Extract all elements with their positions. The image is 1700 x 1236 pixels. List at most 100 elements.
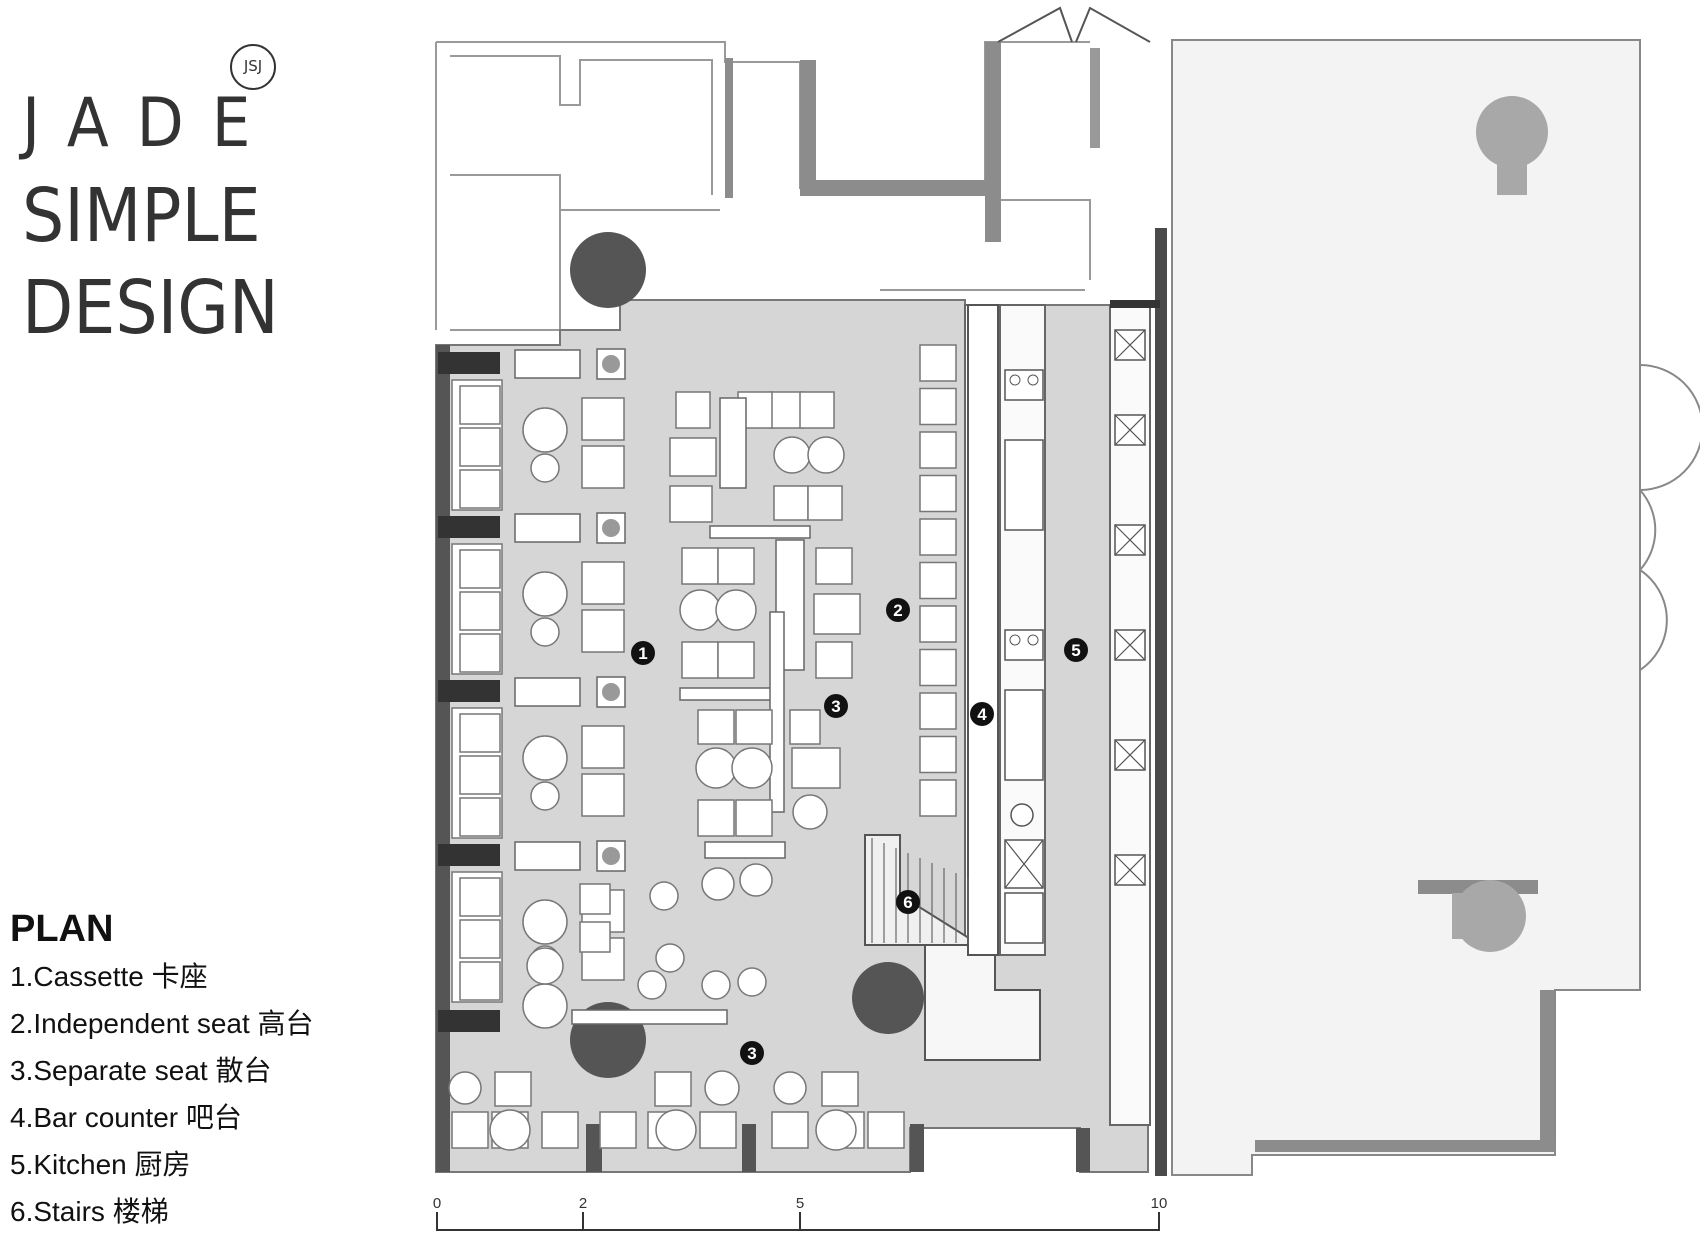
seat-square (459, 427, 501, 467)
marker-label: 1 (638, 644, 647, 663)
seat-square (773, 485, 809, 521)
seat-square (919, 474, 957, 513)
seat-round (655, 943, 685, 973)
seat-round (522, 407, 568, 453)
seat-square (459, 591, 501, 631)
seat-square (675, 391, 711, 429)
seat-square (919, 387, 957, 426)
seat-square (717, 547, 755, 585)
legend-item-cassette: 1.Cassette 卡座 (10, 961, 208, 992)
seat-square (581, 397, 625, 441)
seat-round (530, 453, 560, 483)
burner (1027, 634, 1039, 646)
marker-dot (970, 702, 994, 726)
marker-dot (896, 890, 920, 914)
seat-square (919, 735, 957, 774)
seat-round (807, 436, 845, 474)
seat-square (807, 485, 843, 521)
seat-round (530, 617, 560, 647)
marker-dot (824, 694, 848, 718)
side-stool (602, 519, 620, 537)
marker-dot (740, 1041, 764, 1065)
seat-square (735, 709, 773, 745)
prep-counter (1004, 439, 1044, 531)
sink-counter (1004, 892, 1044, 944)
hood-cross (1114, 524, 1146, 556)
seat-round (522, 983, 568, 1029)
seat-square (919, 779, 957, 817)
seat-round (731, 747, 773, 789)
seat-square (919, 648, 957, 687)
seat-square (459, 961, 501, 1001)
seat-square (599, 1111, 637, 1149)
legend-item-kitchen: 5.Kitchen 厨房 (10, 1149, 191, 1180)
seat-square (789, 709, 821, 745)
seat-square (459, 713, 501, 753)
seat-round (637, 970, 667, 1000)
seat-square (815, 547, 853, 585)
seat-square (697, 799, 735, 837)
seat-square (459, 919, 501, 959)
legend-item-independent-seat: 2.Independent seat 高台 (10, 1008, 314, 1039)
brand-line-1: JADE (22, 84, 279, 163)
seat-round (526, 947, 564, 985)
seat-round (715, 589, 757, 631)
scale-tick-label: 0 (433, 1195, 441, 1212)
seat-square (735, 799, 773, 837)
seat-square (459, 797, 501, 837)
seat-round (815, 1109, 857, 1151)
marker-label: 5 (1071, 641, 1080, 660)
sink (1010, 803, 1034, 827)
side-table (596, 676, 626, 708)
seat-square (581, 725, 625, 769)
seat-round (649, 881, 679, 911)
marker-label: 3 (747, 1044, 756, 1063)
seat-square (669, 437, 717, 477)
seat-round (522, 571, 568, 617)
marker-label: 4 (977, 705, 987, 724)
seat-round (737, 967, 767, 997)
burner (1009, 634, 1021, 646)
brand-line-2: SIMPLE (22, 173, 261, 259)
brand-logo-mark: JSJ (230, 44, 276, 90)
table (571, 1009, 728, 1025)
seat-round (739, 863, 773, 897)
seat-round (792, 794, 828, 830)
legend-title: PLAN (10, 908, 114, 950)
seat-square (459, 385, 501, 425)
table (514, 677, 581, 707)
seat-square (669, 485, 713, 523)
stairs (864, 834, 984, 946)
seat-round (522, 899, 568, 945)
table (514, 841, 581, 871)
seat-square (919, 561, 957, 600)
fridge-cross (1004, 839, 1044, 889)
legend-item-bar-counter: 4.Bar counter 吧台 (10, 1102, 242, 1133)
seat-square (919, 344, 957, 382)
seat-round (489, 1109, 531, 1151)
stove (1004, 629, 1044, 661)
seat-square (581, 609, 625, 653)
seat-square (459, 877, 501, 917)
seat-square (791, 747, 841, 789)
seating-group (448, 304, 1146, 1151)
burner (1009, 374, 1021, 386)
seat-round (679, 589, 721, 631)
right-hall (1090, 39, 1700, 1176)
seat-round (655, 1109, 697, 1151)
seat-round (522, 735, 568, 781)
seat-square (799, 391, 835, 429)
scale-tick-label: 10 (1151, 1195, 1168, 1212)
seat-square (581, 561, 625, 605)
seat-square (681, 547, 719, 585)
legend-item-separate-seat: 3.Separate seat 散台 (10, 1055, 272, 1086)
seat-square (919, 605, 957, 643)
table (709, 525, 811, 539)
seat-square (919, 518, 957, 556)
entrance-door (997, 6, 1151, 43)
upper-thick-walls (725, 42, 1001, 242)
marker-dot (631, 641, 655, 665)
seat-square (459, 549, 501, 589)
seat-square (697, 709, 735, 745)
